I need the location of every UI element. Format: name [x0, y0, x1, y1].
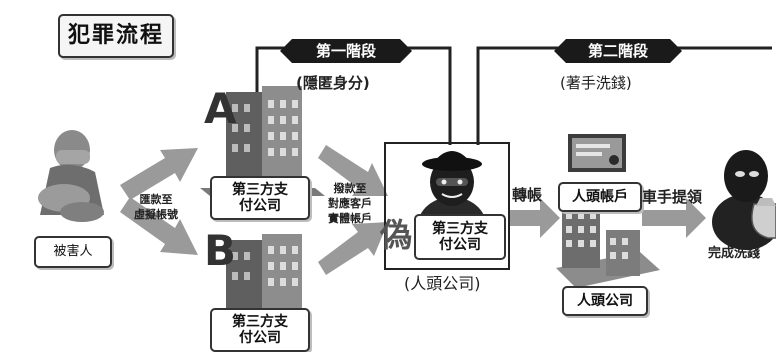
nominee-company-label: 人頭公司 [577, 292, 633, 309]
money-bag-icon [751, 198, 776, 239]
transfer-label: 轉帳 [512, 186, 543, 204]
company-a-letter: A [204, 84, 237, 133]
building-b-icon [226, 234, 302, 310]
stage2-subtitle: (著手洗錢) [560, 74, 632, 92]
title-box: 犯罪流程 [58, 14, 174, 58]
arrow-a-to-fake [318, 145, 388, 196]
victim-label: 被害人 [53, 243, 93, 259]
transfer-arrow-label: 撥款至 對應客戶 實體帳戶 [328, 182, 372, 225]
arrow-nominee-to-complete [642, 198, 706, 238]
company-b-label: 第三方支 付公司 [232, 313, 288, 346]
victim-arrow-label: 匯款至 虛擬帳號 [134, 193, 178, 222]
stage1-subtitle: (隱匿身分) [296, 74, 370, 92]
complete-label: 完成洗錢 [708, 246, 761, 261]
victim-box: 被害人 [34, 236, 112, 268]
withdraw-label: 車手提領 [642, 188, 703, 206]
nominee-company-box: 人頭公司 [562, 286, 648, 316]
arrow-victim-to-a [120, 148, 198, 200]
victim-figure-icon [38, 130, 104, 222]
stage1-label: 第一階段 [315, 42, 376, 60]
nominee-buildings-icon [556, 204, 660, 288]
computer-screen-icon [568, 134, 626, 172]
stage1-banner: 第一階段 [280, 39, 412, 63]
fake-company-frame [384, 142, 510, 270]
company-b-letter: B [204, 226, 237, 275]
company-a-box: 第三方支 付公司 [210, 176, 310, 220]
nominee-account-label: 人頭帳戶 [572, 188, 628, 205]
fake-company-label: 第三方支 付公司 [432, 220, 488, 253]
arrow-fake-to-nominee [508, 198, 560, 238]
stage2-banner: 第二階段 [554, 39, 682, 63]
nominee-account-box: 人頭帳戶 [558, 182, 642, 212]
arrow-b-to-fake [318, 222, 388, 275]
arrow-victim-to-b [120, 197, 198, 255]
stage2-label: 第二階段 [587, 42, 648, 60]
fake-char: 偽 [380, 216, 413, 254]
fake-company-box: 第三方支 付公司 [414, 214, 506, 260]
title-text: 犯罪流程 [67, 23, 164, 49]
company-a-label: 第三方支 付公司 [232, 181, 288, 214]
fake-company-caption: (人頭公司) [404, 274, 481, 293]
company-b-box: 第三方支 付公司 [210, 308, 310, 352]
hacker-icon [418, 151, 486, 253]
